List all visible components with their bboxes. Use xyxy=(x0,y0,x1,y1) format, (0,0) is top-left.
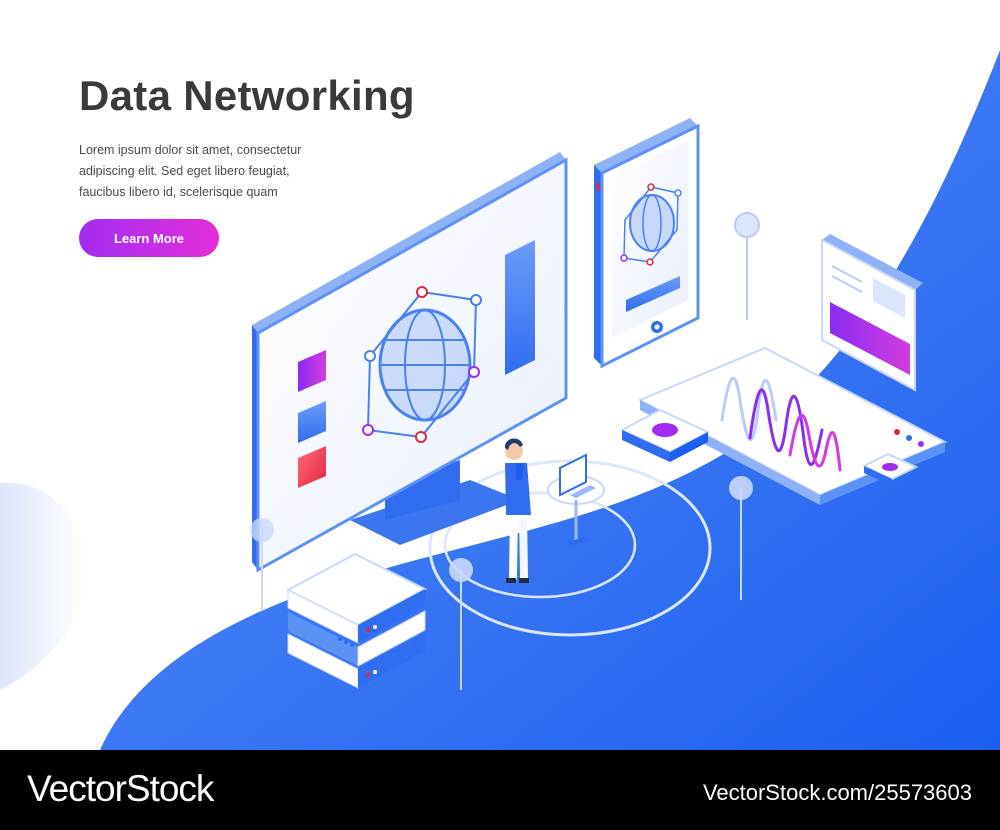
orbit-ring-outer xyxy=(428,459,712,637)
floating-card xyxy=(821,234,923,392)
phone-icon xyxy=(594,118,700,369)
pin-left xyxy=(250,518,274,610)
watermark-logo: VectorStock xyxy=(27,768,214,809)
side-table xyxy=(547,453,605,547)
gear-icon xyxy=(619,408,711,462)
server-icon xyxy=(285,552,428,689)
pin-top xyxy=(734,212,760,320)
watermark-bar xyxy=(0,750,1000,830)
globe-icon xyxy=(362,286,482,443)
orbit-ring-inner xyxy=(443,491,637,599)
page-title: Data Networking xyxy=(79,72,415,119)
gear-icon xyxy=(861,452,919,486)
waveform-icon xyxy=(720,376,842,472)
background-blob-left xyxy=(0,482,87,690)
learn-more-button[interactable]: Learn More xyxy=(79,219,219,257)
monitor-icon xyxy=(252,152,568,573)
pin-center xyxy=(449,558,473,690)
watermark-url: VectorStock.com/25573603 xyxy=(702,780,972,805)
isometric-illustration xyxy=(0,50,1000,750)
pin-right xyxy=(729,476,753,600)
hero-description-line: faucibus libero id, scelerisque quam xyxy=(79,185,278,199)
background-wave-blue xyxy=(100,50,1000,750)
landing-hero: Data Networking Lorem ipsum dolor sit am… xyxy=(0,50,1000,750)
hero-description-line: Lorem ipsum dolor sit amet, consectetur xyxy=(79,143,302,157)
hero-description-line: adipiscing elit. Sed eget libero feugiat… xyxy=(79,164,290,178)
hero-description: Lorem ipsum dolor sit amet, consectetur … xyxy=(79,140,319,203)
user-figure-icon xyxy=(504,438,531,583)
